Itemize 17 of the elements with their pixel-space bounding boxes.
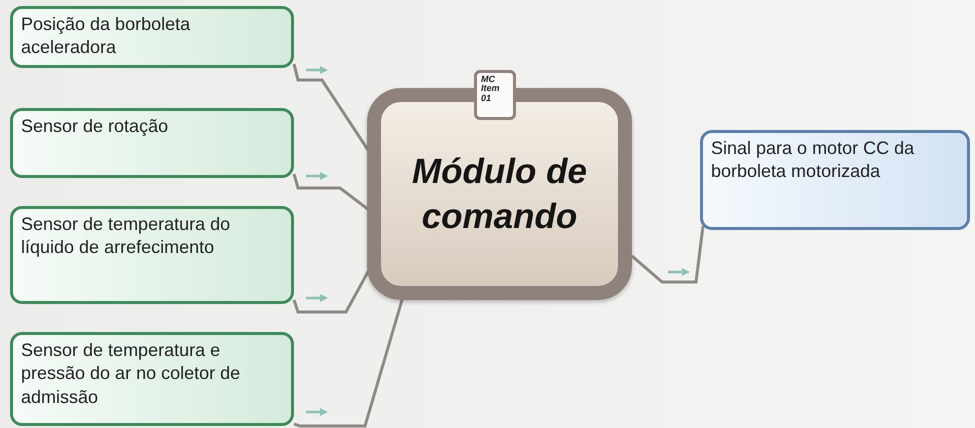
node-label: Posição da borboleta aceleradora xyxy=(21,13,192,60)
input-box xyxy=(10,332,294,426)
input-box xyxy=(10,108,294,178)
module-title: Módulo de comando xyxy=(411,150,588,238)
node-label: Sinal para o motor CC da borboleta motorizada xyxy=(711,137,916,184)
node-label: Sensor de temperatura do líquido de arrefecimento xyxy=(21,213,232,260)
connector-line xyxy=(292,64,370,151)
input-box xyxy=(10,6,294,68)
connector-line xyxy=(292,269,370,314)
item-tag xyxy=(474,70,516,120)
node-label: Sensor de temperatura e pressão do ar no coletor de admissão xyxy=(21,339,242,409)
output-box xyxy=(700,130,970,230)
connector-line xyxy=(631,226,704,284)
item-tag-text: MC Item 01 xyxy=(481,74,500,103)
node-label: Sensor de rotação xyxy=(21,115,168,138)
input-box xyxy=(10,206,294,304)
connector-line xyxy=(294,300,404,428)
